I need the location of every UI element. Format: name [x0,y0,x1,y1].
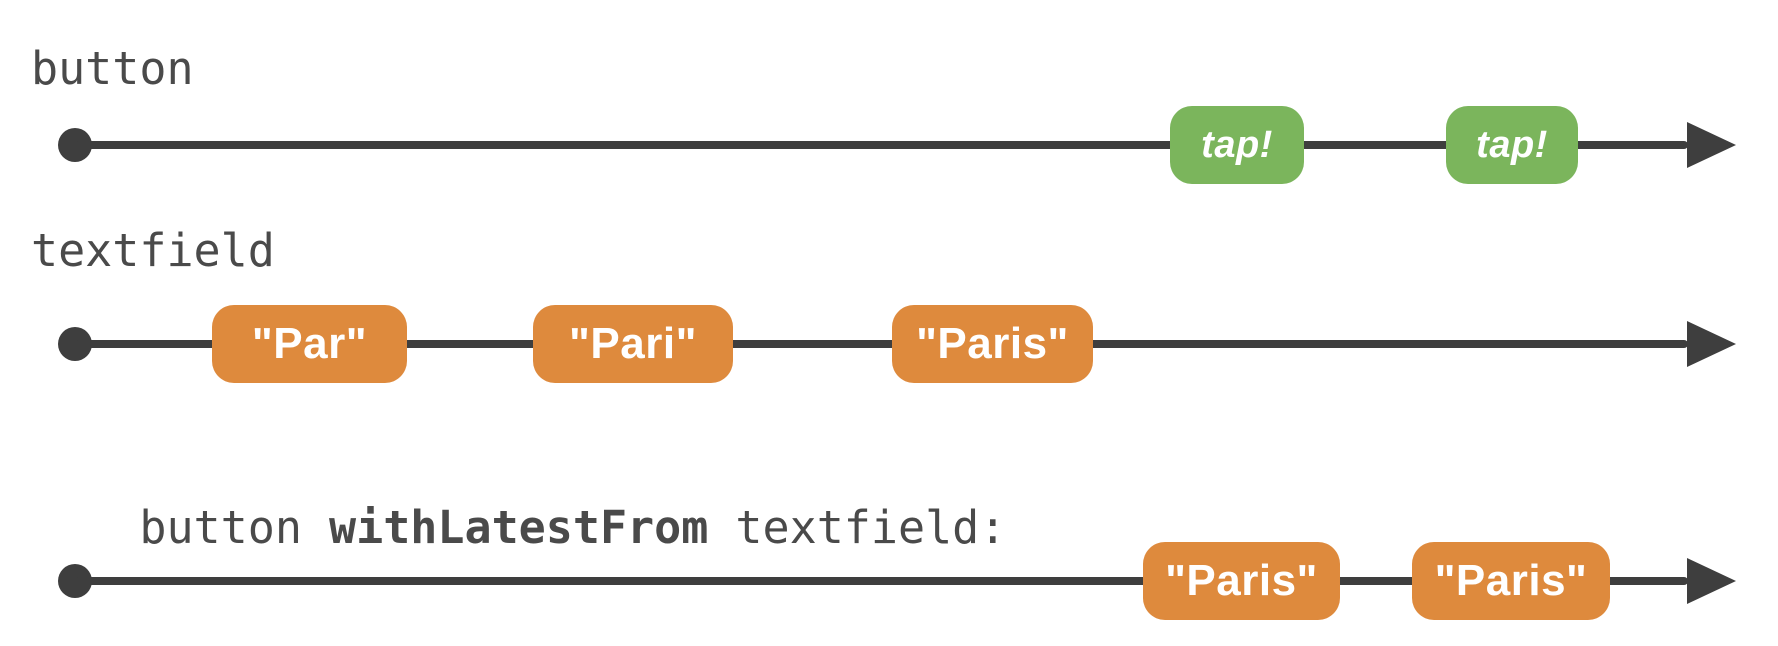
row-label-textfield: textfield [31,224,275,277]
event-badge-result-paris-1: "Paris" [1143,542,1340,620]
timeline-arrowhead-icon [1687,122,1736,168]
event-badge-result-paris-2: "Paris" [1412,542,1610,620]
event-badge-label: "Paris" [916,319,1069,368]
row-label-prefix: button [139,501,330,554]
event-badge-tap-2: tap! [1446,106,1578,184]
event-badge-label: tap! [1201,123,1273,166]
event-badge-par: "Par" [212,305,407,383]
row-label-operator: withLatestFrom [329,501,709,554]
event-badge-label: "Paris" [1165,556,1318,605]
event-badge-label: tap! [1476,123,1548,166]
timeline-arrowhead-icon [1687,558,1736,604]
event-badge-pari: "Pari" [533,305,733,383]
timeline-line [75,340,1688,348]
event-badge-label: "Paris" [1434,556,1588,605]
event-badge-label: "Pari" [569,319,697,368]
row-label-suffix: textfield: [708,501,1007,554]
event-badge-tap-1: tap! [1170,106,1304,184]
row-label-with-latest-from: button withLatestFrom textfield: [31,460,1006,595]
event-badge-paris: "Paris" [892,305,1093,383]
timeline-line [75,141,1688,149]
event-badge-label: "Par" [251,319,368,368]
row-label-button: button [31,42,194,95]
timeline-line [75,577,1688,585]
timeline-arrowhead-icon [1687,321,1736,367]
